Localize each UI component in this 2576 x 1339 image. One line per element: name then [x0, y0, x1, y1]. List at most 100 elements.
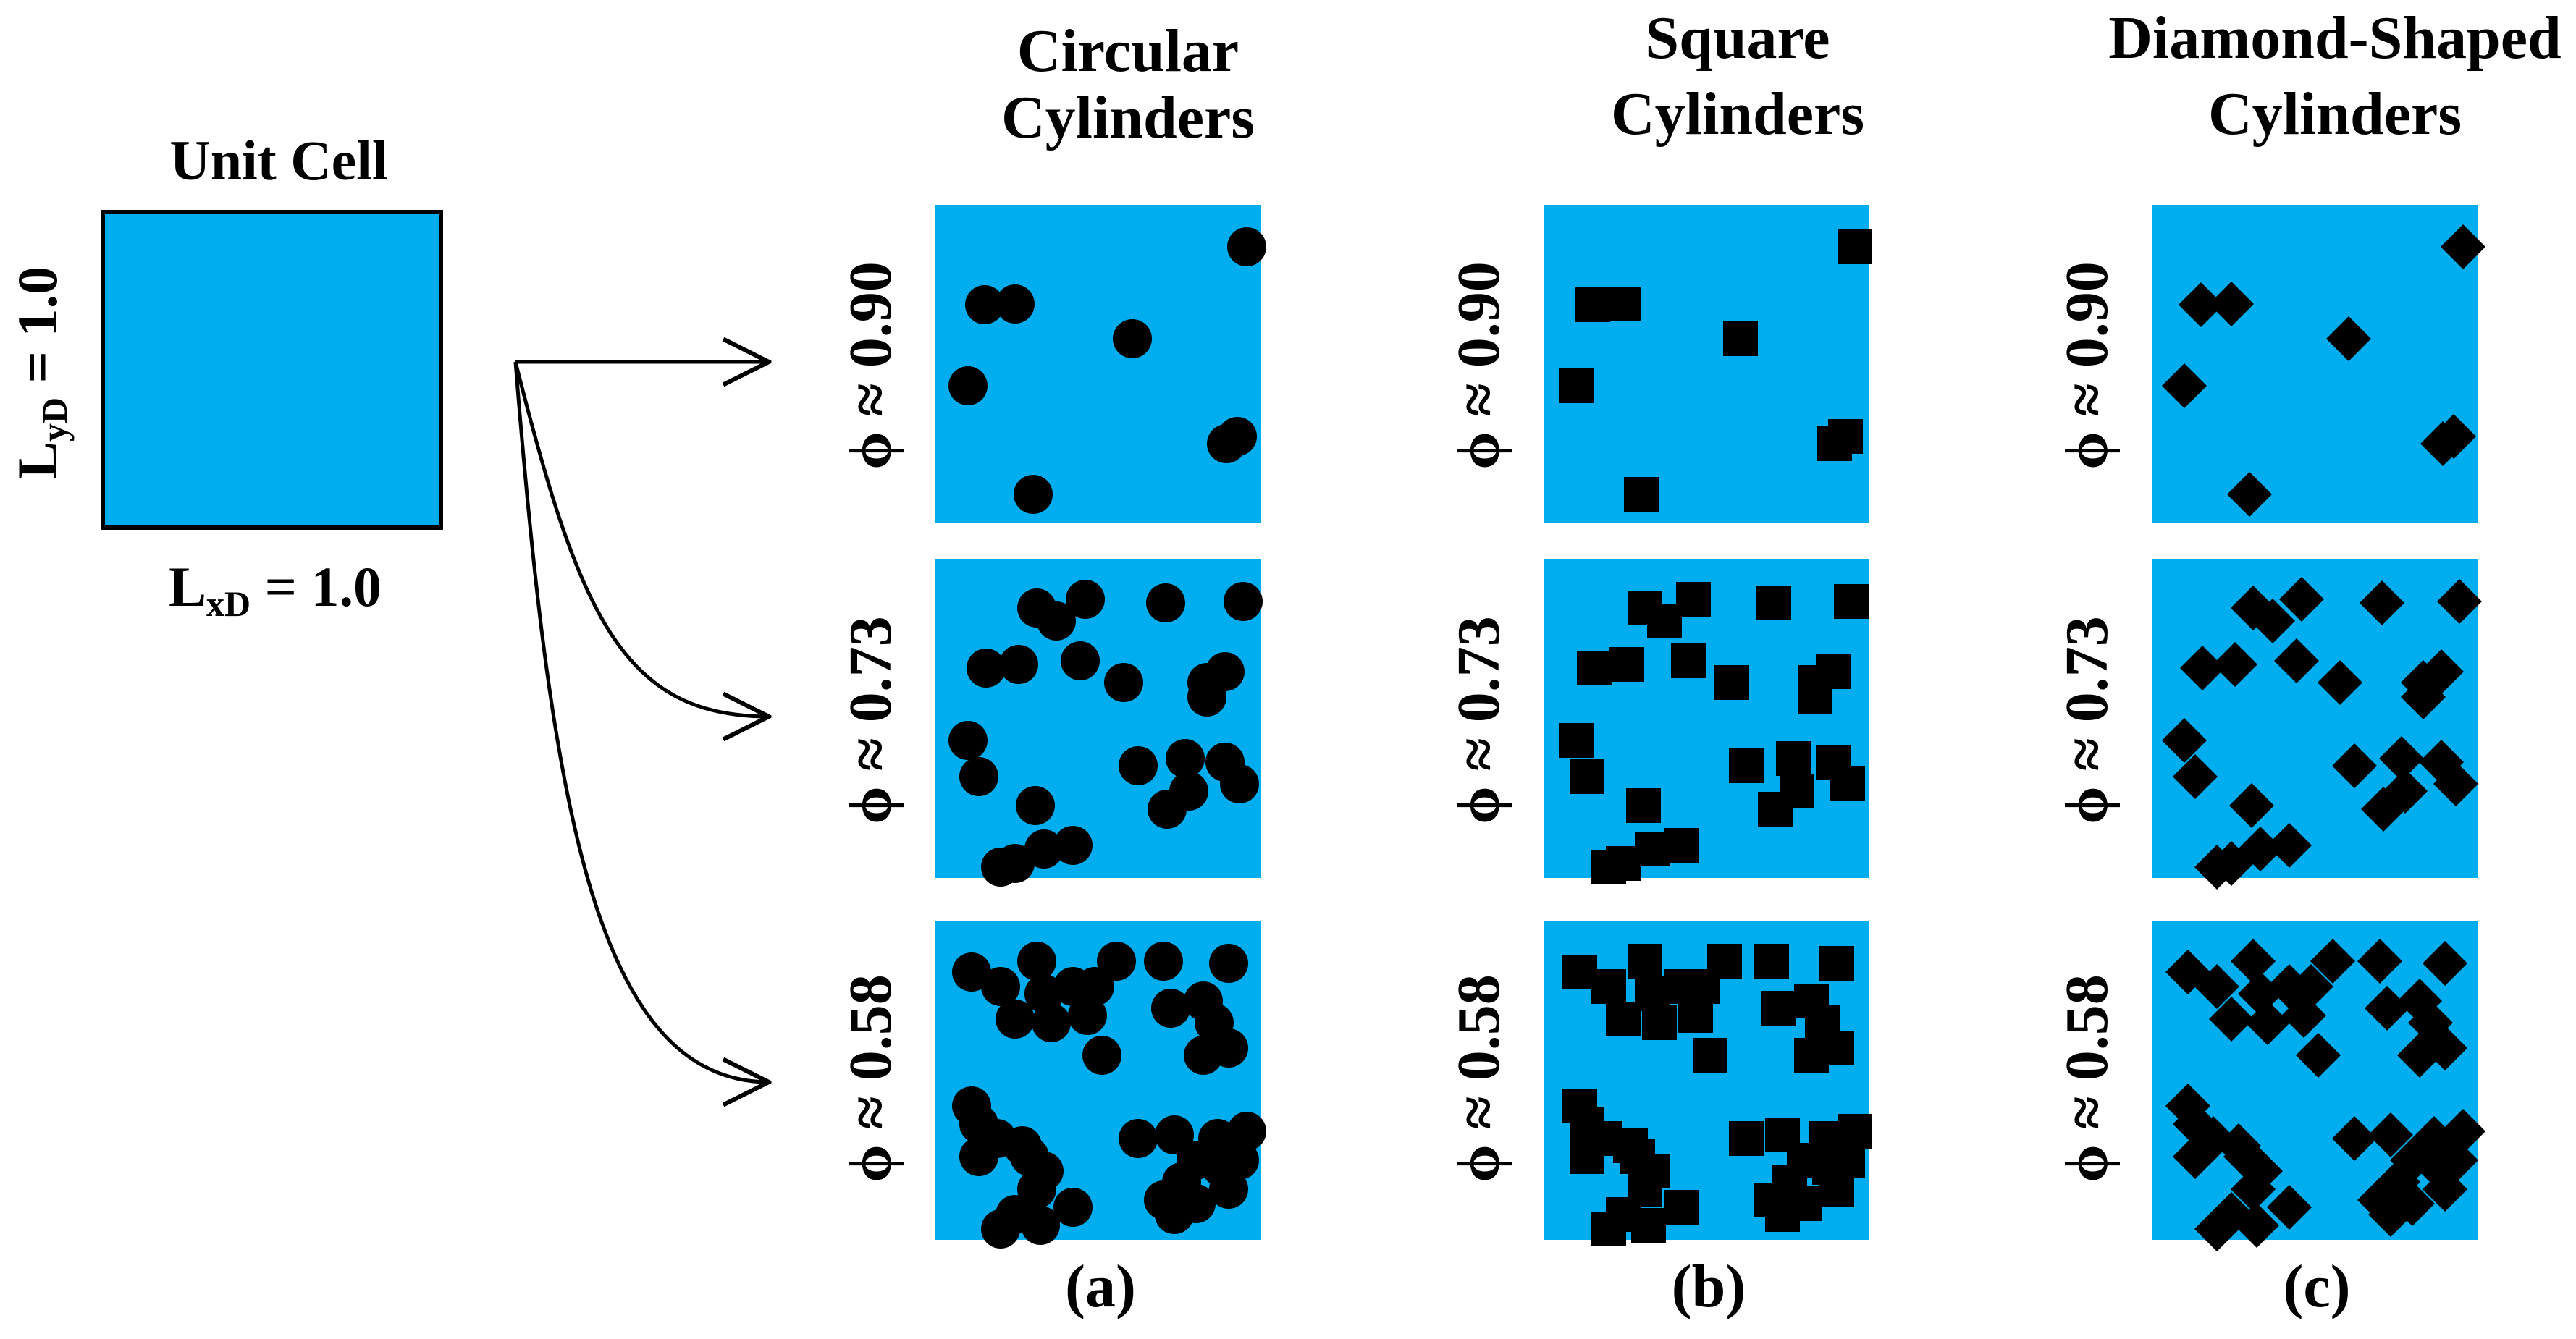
circle-obstacle [1113, 319, 1152, 358]
panel-square-row-3 [1544, 921, 1872, 1246]
diamond-obstacle [2231, 586, 2276, 630]
circle-obstacle [999, 645, 1038, 684]
column-title-circular: Circular Cylinders [1001, 17, 1255, 151]
diamond-obstacle [2423, 1026, 2467, 1070]
diamond-obstacle [2194, 1207, 2239, 1251]
panel-background [1544, 205, 1869, 523]
square-obstacle [1756, 586, 1791, 620]
square-obstacle [1577, 651, 1612, 685]
diamond-obstacle [2267, 823, 2312, 868]
square-obstacle [1559, 723, 1594, 758]
diamond-obstacle [2296, 1033, 2341, 1078]
unit-cell-title: Unit Cell [169, 129, 387, 192]
circle-obstacle [1061, 641, 1100, 680]
porosity-label-row-2: ϕ ≈ 0.73 [837, 616, 904, 824]
circle-obstacle [981, 848, 1020, 887]
diamond-obstacle [2194, 845, 2239, 890]
diamond-obstacle [2180, 646, 2225, 690]
diamond-obstacle [2227, 472, 2272, 517]
svg-text:Cylinders: Cylinders [1001, 84, 1255, 151]
square-obstacle [1834, 584, 1869, 619]
circle-obstacle [1053, 1188, 1093, 1227]
unit-cell-square [101, 210, 443, 530]
diamond-obstacle [2162, 718, 2207, 763]
circle-obstacle [1097, 942, 1136, 981]
diamond-obstacle [2274, 638, 2319, 683]
square-obstacle [1830, 766, 1865, 801]
panel-grid [935, 205, 2485, 1251]
circle-obstacle [1066, 580, 1105, 619]
diamond-obstacle [2368, 1192, 2413, 1237]
circle-obstacle [996, 284, 1035, 324]
diamond-obstacle [2194, 964, 2239, 1009]
diamond-obstacle [2267, 1185, 2312, 1230]
square-obstacle [1671, 643, 1706, 678]
circle-obstacle [952, 952, 991, 992]
diamond-obstacle [2245, 1000, 2290, 1045]
square-obstacle [1559, 368, 1594, 403]
circle-obstacle [1187, 677, 1226, 717]
diamond-obstacle [2209, 997, 2254, 1042]
diamond-obstacle [2431, 414, 2476, 459]
circle-obstacle [1209, 944, 1248, 983]
arrow-to-row-3 [513, 361, 769, 1082]
diamond-obstacle [2326, 316, 2371, 361]
diamond-obstacle [2365, 986, 2409, 1031]
diamond-obstacle [2415, 1145, 2460, 1190]
porosity-label-row-2: ϕ ≈ 0.73 [2053, 616, 2121, 824]
square-obstacle [1828, 419, 1863, 454]
square-obstacle [1626, 788, 1661, 823]
square-obstacle [1628, 944, 1662, 979]
circle-obstacle [965, 285, 1004, 324]
square-obstacle [1838, 1114, 1872, 1149]
square-obstacle [1678, 998, 1713, 1033]
svg-text:Circular: Circular [1017, 17, 1239, 85]
svg-text:Square: Square [1645, 4, 1830, 72]
square-obstacle [1664, 1190, 1699, 1225]
svg-text:Cylinders: Cylinders [1611, 80, 1864, 148]
porosity-labels-column-c: ϕ ≈ 0.90 ϕ ≈ 0.73 ϕ ≈ 0.58 [2053, 261, 2121, 1183]
circle-obstacle [1104, 663, 1143, 702]
square-obstacle [1570, 1139, 1604, 1174]
panel-background [2152, 205, 2478, 523]
square-obstacle [1624, 477, 1659, 512]
porosity-label-row-1: ϕ ≈ 0.90 [837, 261, 904, 470]
diamond-obstacle [2209, 282, 2254, 326]
square-obstacle [1570, 759, 1604, 794]
panel-diamond-row-1 [2152, 205, 2485, 523]
diamond-obstacle [2279, 577, 2324, 622]
circle-obstacle [1144, 942, 1183, 981]
square-obstacle [1819, 1031, 1854, 1065]
circle-obstacle [996, 1000, 1035, 1039]
circle-obstacle [1024, 829, 1064, 869]
diamond-obstacle [2433, 761, 2478, 806]
circle-obstacle [1218, 417, 1257, 456]
square-obstacle [1642, 1005, 1677, 1040]
diamond-obstacle [2281, 993, 2326, 1038]
panel-circle-row-2 [935, 559, 1263, 887]
diamond-obstacle [2173, 1134, 2218, 1179]
circle-obstacle [1166, 739, 1205, 778]
diamond-obstacle [2441, 1109, 2485, 1154]
diamond-obstacle [2162, 363, 2207, 408]
diamond-obstacle [2179, 282, 2223, 327]
diamond-obstacle [2423, 941, 2467, 986]
circle-obstacle [1021, 1206, 1060, 1245]
circle-obstacle [981, 967, 1020, 1006]
panel-square-row-2 [1544, 559, 1869, 884]
panel-diamond-row-3 [2152, 921, 2485, 1251]
circle-obstacle [967, 649, 1006, 688]
circle-obstacle [1151, 989, 1190, 1028]
square-obstacle [1591, 850, 1626, 884]
circle-obstacle [959, 757, 998, 796]
circle-obstacle [1017, 942, 1056, 981]
arrow-to-row-2 [513, 361, 769, 717]
porosity-label-row-1: ϕ ≈ 0.90 [1445, 261, 1512, 470]
diamond-obstacle [2441, 224, 2485, 269]
diamond-obstacle [2379, 736, 2424, 781]
circle-obstacle [948, 721, 988, 760]
circle-obstacle [1155, 1115, 1194, 1154]
caption-c: (c) [2283, 1253, 2350, 1320]
svg-text:Cylinders: Cylinders [2208, 80, 2462, 148]
